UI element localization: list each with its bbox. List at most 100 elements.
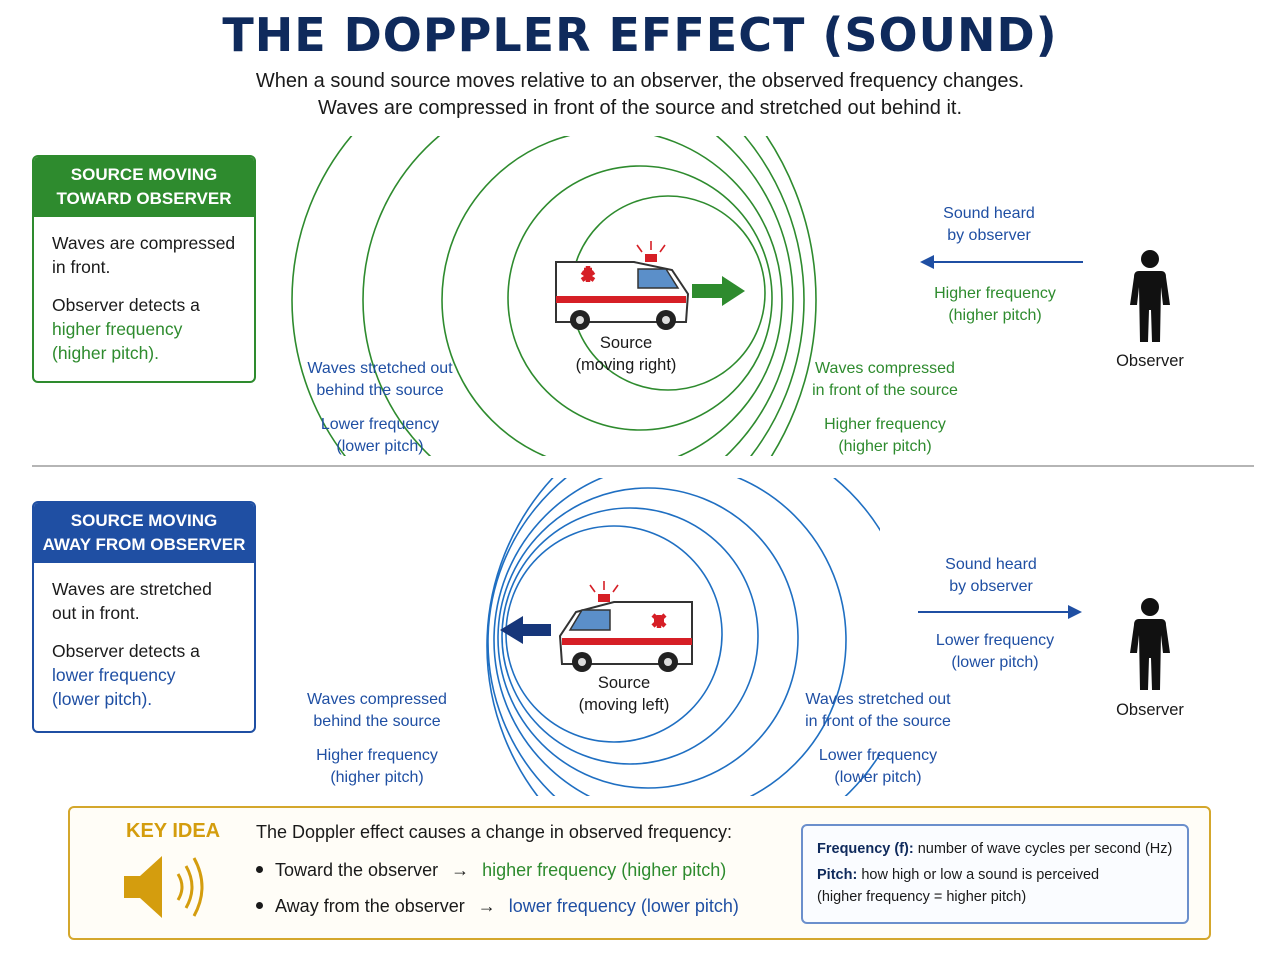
def1-text: number of wave cycles per second (Hz) [917, 841, 1173, 857]
away-paragraph-1: Waves are stretched out in front. [52, 577, 238, 625]
ambulance-bottom [558, 581, 693, 672]
def1-term: Frequency (f): [817, 841, 914, 857]
bottom-wave-4 [493, 478, 847, 796]
bottom-left-f2: (higher pitch) [330, 769, 424, 786]
bottom-heard-label: Sound heard by observer [926, 554, 1056, 598]
bottom-source-label: Source (moving left) [564, 672, 684, 716]
top-wave-5 [291, 136, 805, 456]
subtitle-line-2: Waves are compressed in front of the sou… [317, 97, 963, 119]
bottom-wave-2 [501, 507, 759, 765]
top-heard-f1: Higher frequency [934, 285, 1056, 302]
siren-light [598, 594, 610, 602]
siren-rays [636, 241, 666, 253]
bullet-dot [256, 901, 263, 909]
top-wave-6 [765, 136, 817, 456]
top-left-wave-label: Waves stretched out behind the source Lo… [300, 358, 460, 458]
top-waves [291, 136, 817, 456]
ambulance-stripe [562, 638, 692, 645]
away-p2-line2: lower frequency [52, 665, 176, 685]
key-b1-pre: Toward the observer [275, 860, 439, 880]
bottom-left-f1: Higher frequency [316, 747, 438, 764]
key-idea-box: KEY IDEA The Doppler effect causes a cha… [68, 806, 1211, 940]
bottom-heard-freq: Lower frequency (lower pitch) [920, 630, 1070, 674]
ambulance-cab-window [637, 268, 680, 289]
toward-p1-line1: Waves are compressed [52, 233, 236, 253]
bottom-observer-label: Observer [1116, 701, 1184, 719]
page-title: THE DOPPLER EFFECT (SOUND) [222, 8, 1058, 62]
key-bullet-away: Away from the observer → lower frequency… [256, 896, 739, 917]
definitions-box: Frequency (f): number of wave cycles per… [801, 824, 1189, 924]
bottom-wave-5 [487, 478, 880, 796]
toward-p2-line1: Observer detects a [52, 295, 200, 315]
bottom-heard-l1: Sound heard [945, 556, 1037, 573]
observer-top-icon [1130, 250, 1170, 342]
away-header-line2: AWAY FROM OBSERVER [42, 535, 246, 554]
key-b2-pre: Away from the observer [275, 896, 465, 916]
siren-light [645, 254, 657, 262]
bottom-waves [486, 478, 880, 796]
toward-header-line2: TOWARD OBSERVER [56, 189, 232, 208]
top-heard-freq: Higher frequency (higher pitch) [920, 283, 1070, 327]
bottom-heard-f1: Lower frequency [935, 632, 1055, 649]
toward-info-box: SOURCE MOVING TOWARD OBSERVER Waves are … [32, 155, 256, 383]
key-b1-post: higher frequency (higher pitch) [482, 860, 727, 880]
away-paragraph-2: Observer detects a lower frequency (lowe… [52, 639, 238, 711]
ambulance-stripe [556, 296, 686, 303]
top-left-l1: Waves stretched out [307, 360, 453, 377]
siren-rays [589, 581, 619, 593]
bottom-wave-1 [505, 525, 723, 743]
top-right-f1: Higher frequency [824, 416, 946, 433]
top-source-label: Source (moving right) [566, 332, 686, 376]
def2-text2: (higher frequency = higher pitch) [817, 889, 1027, 905]
key-b2-post: lower frequency (lower pitch) [508, 896, 739, 916]
observer-bottom-icon [1130, 598, 1170, 690]
toward-paragraph-1: Waves are compressed in front. [52, 231, 238, 279]
away-header-line1: SOURCE MOVING [70, 511, 218, 530]
key-idea-title: KEY IDEA [126, 820, 221, 842]
top-left-f1: Lower frequency [320, 416, 440, 433]
ambulance-cross [580, 266, 596, 282]
top-right-wave-label: Waves compressed in front of the source … [800, 358, 970, 458]
away-p2-line3: (lower pitch). [52, 689, 153, 709]
toward-paragraph-2: Observer detects a higher frequency (hig… [52, 293, 238, 365]
key-idea-main: The Doppler effect causes a change in ob… [256, 822, 732, 842]
top-right-l1: Waves compressed [815, 360, 955, 377]
bottom-motion-arrow [500, 616, 551, 644]
bottom-heard-l2: by observer [949, 578, 1033, 595]
top-wave-2 [507, 165, 773, 431]
away-p1-line2: out in front. [52, 603, 140, 623]
def-frequency: Frequency (f): number of wave cycles per… [817, 838, 1175, 860]
bottom-heard-arrow [918, 605, 1082, 619]
top-left-l2: behind the source [316, 382, 444, 399]
top-observer-label: Observer [1116, 352, 1184, 370]
top-source-l2: (moving right) [575, 356, 677, 374]
bottom-right-wave-label: Waves stretched out in front of the sour… [794, 689, 962, 789]
top-wave-3 [441, 136, 783, 456]
bottom-right-f2: (lower pitch) [834, 769, 922, 786]
bottom-right-f1: Lower frequency [818, 747, 938, 764]
top-heard-label: Sound heard by observer [924, 203, 1054, 247]
ambulance-cab-window [568, 609, 611, 631]
key-b1-arrow: → [451, 860, 470, 880]
bottom-right-l1: Waves stretched out [805, 691, 951, 708]
top-wave-4 [362, 136, 794, 456]
top-heard-l2: by observer [947, 227, 1031, 244]
top-motion-arrow [692, 276, 745, 306]
bottom-right-l2: in front of the source [805, 713, 951, 730]
bottom-left-l2: behind the source [313, 713, 441, 730]
subtitle-line-1: When a sound source moves relative to an… [255, 70, 1025, 92]
top-right-l2: in front of the source [812, 382, 958, 399]
toward-header-line1: SOURCE MOVING [70, 165, 218, 184]
bottom-wave-6 [486, 478, 554, 796]
toward-p1-line2: in front. [52, 257, 111, 277]
top-heard-l1: Sound heard [943, 205, 1035, 222]
away-p1-line1: Waves are stretched [52, 579, 212, 599]
top-source-l1: Source [599, 334, 653, 352]
bottom-wave-3 [497, 487, 799, 789]
bottom-source-l2: (moving left) [578, 696, 670, 714]
toward-header: SOURCE MOVING TOWARD OBSERVER [34, 157, 254, 217]
def-pitch: Pitch: how high or low a sound is percei… [817, 864, 1175, 886]
top-left-f2: (lower pitch) [336, 438, 424, 455]
away-p2-line1: Observer detects a [52, 641, 200, 661]
